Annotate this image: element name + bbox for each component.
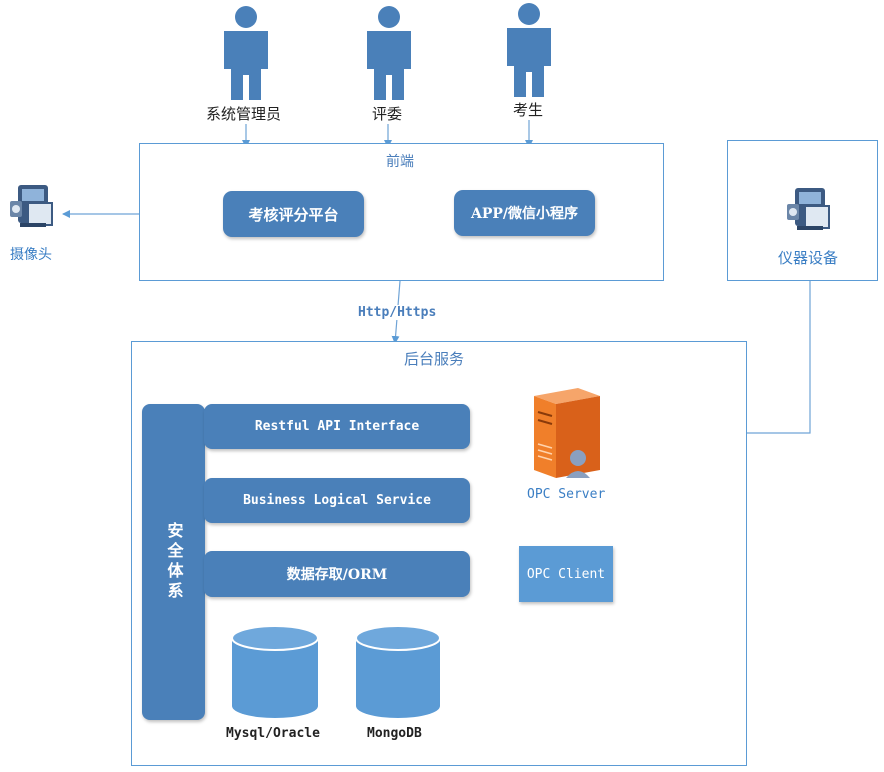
student-person-icon xyxy=(504,2,554,98)
protocol-label: Http/Https xyxy=(358,305,437,320)
frontend-title: 前端 xyxy=(386,154,414,170)
opc-server-label: OPC Server xyxy=(527,487,606,502)
orm-box: 数据存取/ORM xyxy=(204,551,470,597)
mysql-label: Mysql/Oracle xyxy=(226,726,320,741)
opc-client-box: OPC Client xyxy=(519,546,613,602)
opc-server-icon xyxy=(528,386,604,482)
mysql-database-icon xyxy=(230,624,320,720)
admin-person-icon xyxy=(220,5,272,101)
platform-box: 考核评分平台 xyxy=(223,191,364,237)
restful-api-box: Restful API Interface xyxy=(204,404,470,449)
judge-person-icon xyxy=(364,5,414,101)
business-logic-box: Business Logical Service xyxy=(204,478,470,523)
mongodb-label: MongoDB xyxy=(367,726,422,741)
security-system-box: 安全体系 xyxy=(142,404,205,720)
camera-icon xyxy=(8,181,56,243)
backend-title: 后台服务 xyxy=(404,350,465,368)
actor-label-judge: 评委 xyxy=(372,105,403,123)
camera-label: 摄像头 xyxy=(10,247,52,263)
instrument-label: 仪器设备 xyxy=(778,249,839,267)
app-miniprogram-box: APP/微信小程序 xyxy=(454,190,595,236)
mongodb-database-icon xyxy=(354,624,442,720)
instrument-frame xyxy=(727,140,878,281)
actor-label-student: 考生 xyxy=(513,101,544,119)
actor-label-admin: 系统管理员 xyxy=(206,105,282,123)
security-system-label: 安全体系 xyxy=(164,522,184,602)
instrument-device-icon xyxy=(785,184,833,246)
